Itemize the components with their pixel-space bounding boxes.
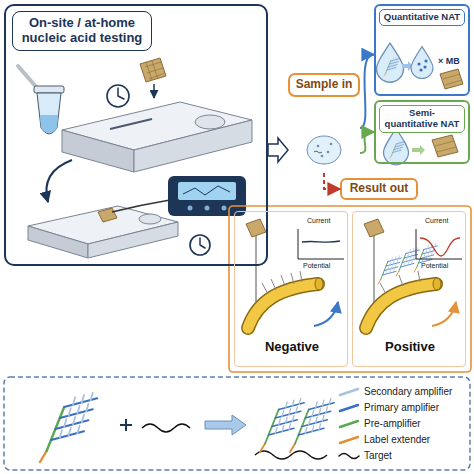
clock-icon <box>190 235 210 255</box>
legend-text: Target <box>364 450 392 462</box>
legend-sample <box>338 434 360 446</box>
legend-sample <box>338 418 360 430</box>
legend-swatch <box>340 421 358 427</box>
legend-text: Secondary amplifier <box>364 386 452 398</box>
quantitative-box: Quantitative NAT × MB <box>374 4 470 96</box>
legend-sample <box>338 450 360 462</box>
assembly-illustration <box>40 393 334 462</box>
axis-label: Current <box>425 217 465 225</box>
legend-swatch <box>339 454 359 459</box>
result-out-box: Result out <box>340 178 418 200</box>
result-label: Positive <box>357 340 463 355</box>
axis-label: Current <box>307 217 347 225</box>
semi-quantitative-illustration <box>384 129 459 165</box>
axis-label: Potential <box>421 262 465 270</box>
chip-with-reader <box>28 176 246 258</box>
panel-heading: On-site / at-home nucleic acid testing <box>12 11 152 51</box>
flow-arrow <box>360 132 374 153</box>
legend-sample <box>338 386 360 398</box>
axis-label: Potential <box>303 262 347 270</box>
dashed-arrow <box>324 173 340 189</box>
step-label: Result out <box>342 182 416 196</box>
block-arrow <box>268 138 288 162</box>
multiplier-label: × MB <box>438 56 468 66</box>
flow-arrow <box>360 55 374 128</box>
positive-electrode <box>364 219 462 328</box>
quantitative-illustration <box>377 43 464 89</box>
tube-and-pipette <box>18 66 64 134</box>
testing-panel: On-site / at-home nucleic acid testing <box>4 4 268 266</box>
sample-droplet <box>307 136 341 164</box>
legend-text: Label extender <box>364 434 430 446</box>
semi-quantitative-box: Semi-quantitative NAT <box>374 100 470 164</box>
legend-text: Primary amplifier <box>364 402 439 414</box>
legend-text: Pre-amplifier <box>364 418 421 430</box>
clock-icon <box>107 85 129 107</box>
negative-electrode <box>246 219 344 328</box>
sample-in-box: Sample in <box>288 73 360 173</box>
negative-panel: CurrentPotentialNegative <box>234 211 348 367</box>
paper-strip <box>140 58 166 98</box>
legend-swatch <box>340 389 358 395</box>
step-label: Sample in <box>288 73 360 97</box>
box-heading: Semi-quantitative NAT <box>379 105 465 133</box>
chip-device <box>62 102 252 172</box>
positive-panel: CurrentPotentialPositive <box>352 211 466 367</box>
box-heading: Quantitative NAT <box>379 9 465 26</box>
result-frame <box>229 206 471 372</box>
legend-swatch <box>340 437 358 443</box>
result-label: Negative <box>239 340 345 355</box>
legend-frame <box>4 377 470 470</box>
legend-swatch <box>340 405 358 411</box>
step-arrow <box>46 160 72 202</box>
legend-sample <box>338 402 360 414</box>
